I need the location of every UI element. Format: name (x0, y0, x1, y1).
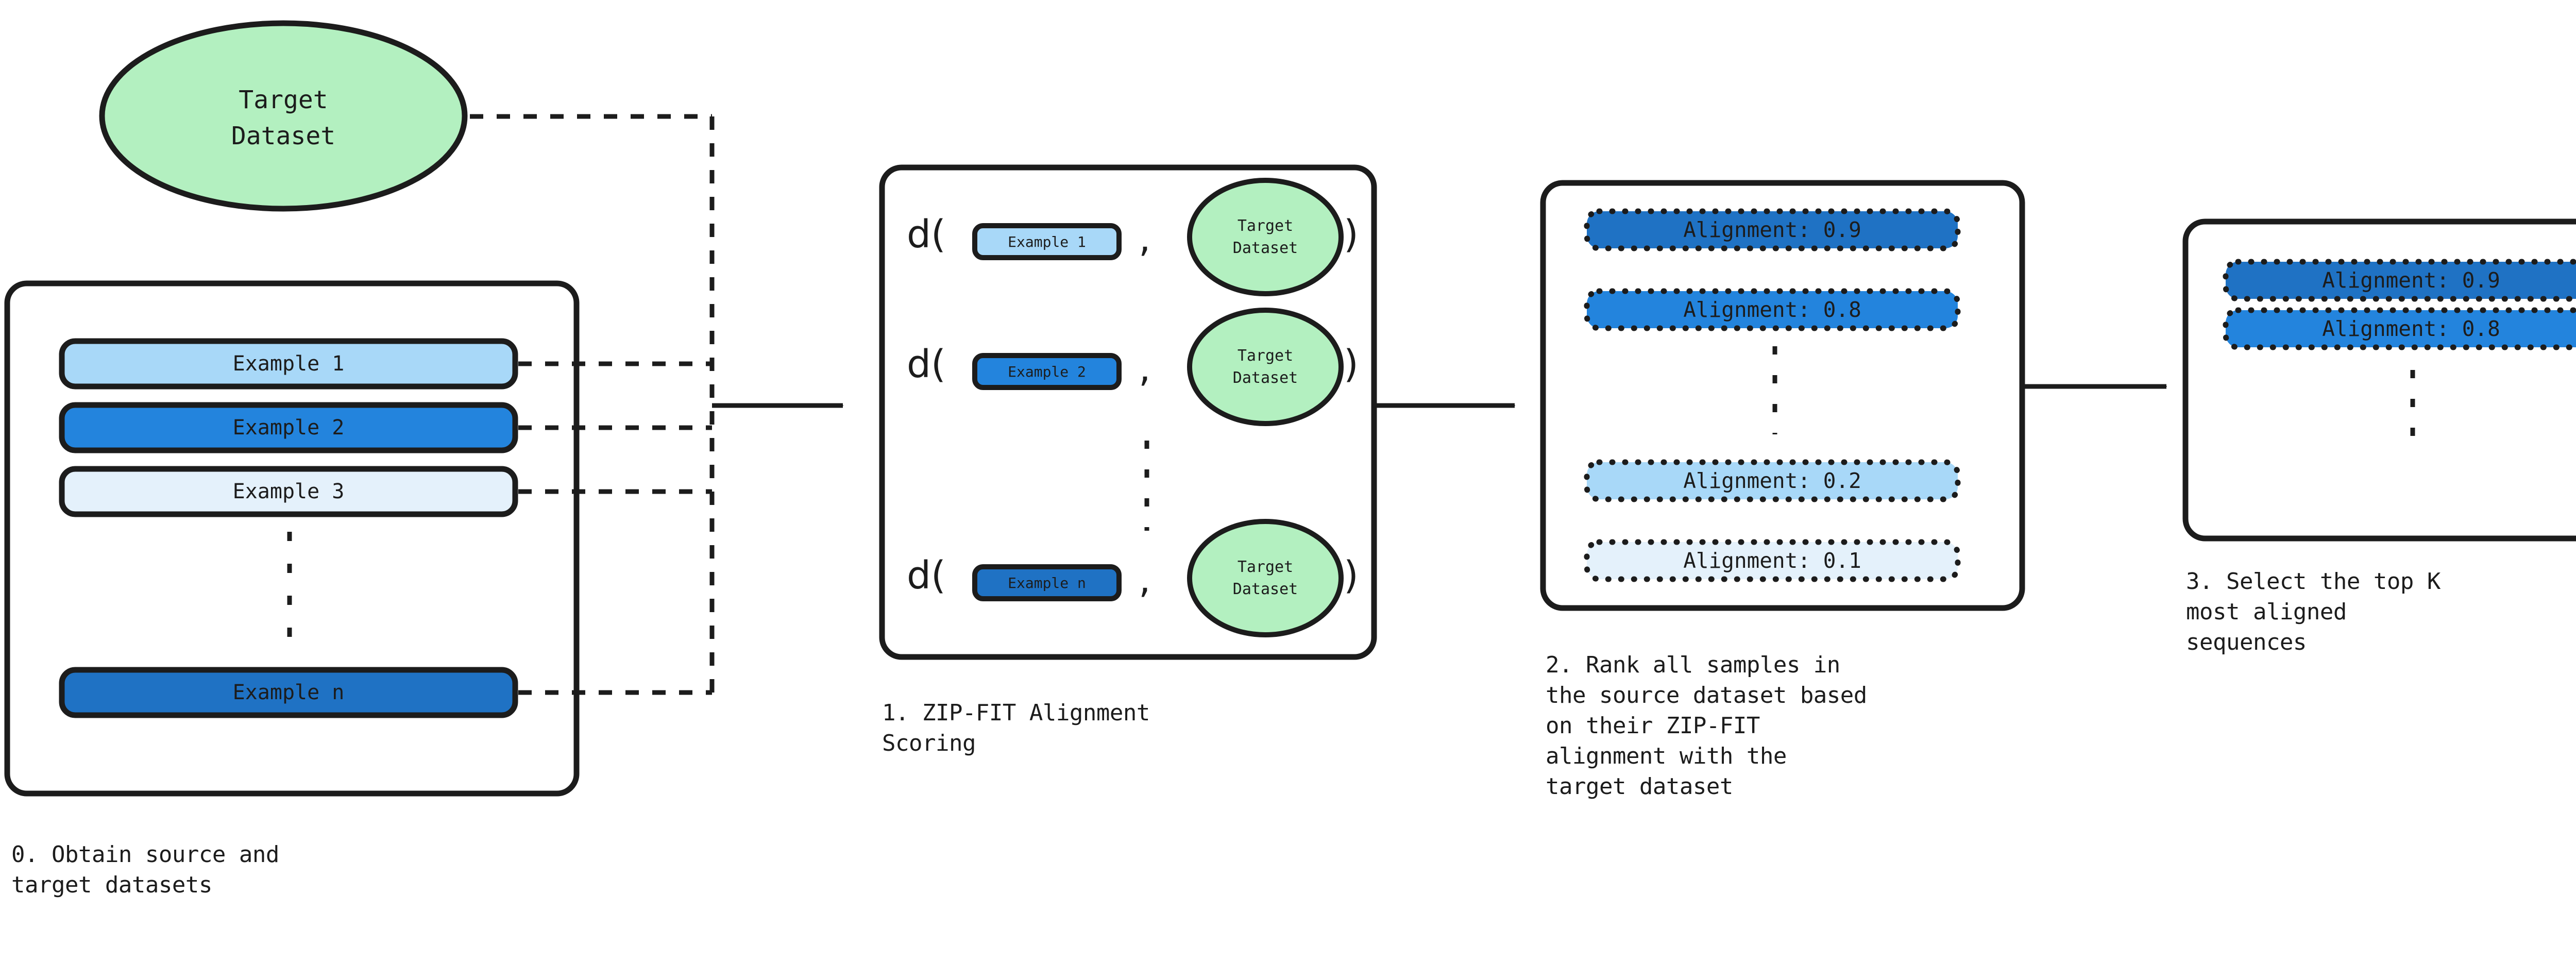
step2-caption: 2. Rank all samples in the source datase… (1546, 650, 2092, 802)
step2-alignment-label-08: Alignment: 0.8 (1683, 297, 1861, 322)
example-label-3-text: Example 3 (232, 480, 345, 503)
example-label-n: Example n (62, 670, 515, 715)
step1-caption-line1: 1. ZIP-FIT Alignment (882, 700, 1150, 726)
target-dataset-label: Target Dataset (129, 75, 438, 162)
step2-alignment-label-09: Alignment: 0.9 (1683, 217, 1861, 242)
example-box-3[interactable] (59, 466, 518, 517)
distance-function-1: d( (907, 212, 946, 257)
target-dataset-label-line1: Target (239, 86, 328, 115)
step3-caption: 3. Select the top K most aligned sequenc… (2186, 567, 2576, 658)
step3-alignment-label-08: Alignment: 0.8 (2322, 316, 2500, 341)
example-label-n-text: Example n (232, 681, 345, 704)
step1-target-ellipse-1[interactable] (1187, 178, 1344, 296)
dashed-connectors (470, 114, 715, 695)
step2-alignment-box-08[interactable] (1584, 288, 1961, 331)
step1-example-label-1: Example 1 (1008, 233, 1086, 250)
step3-caption-line3: sequences (2186, 629, 2307, 655)
distance-comma-1: , (1139, 216, 1151, 261)
step0-caption-line2: target datasets (11, 871, 212, 898)
example-label-2: Example 2 (62, 405, 515, 450)
example-label-2-text: Example 2 (232, 416, 345, 440)
step1-example-box-n[interactable] (972, 564, 1122, 601)
step3-alignment-box-09[interactable] (2223, 259, 2576, 302)
example-label-3: Example 3 (62, 469, 515, 514)
step1-example-label-2: Example 2 (1008, 363, 1086, 380)
step3-caption-line2: most aligned (2186, 598, 2347, 625)
distance-function-n: d( (907, 553, 946, 598)
target-dataset-ellipse[interactable] (99, 20, 468, 212)
step0-caption-line1: 0. Obtain source and (11, 841, 279, 868)
step2-caption-line5: target dataset (1546, 773, 1733, 800)
step2-alignment-label-01: Alignment: 0.1 (1683, 548, 1861, 573)
step2-alignment-label-02: Alignment: 0.2 (1683, 468, 1861, 493)
step1-target-ellipse-n[interactable] (1187, 519, 1344, 637)
step1-target-label-1: Target Dataset (1232, 216, 1298, 258)
step2-alignment-box-02[interactable] (1584, 459, 1961, 502)
distance-close-paren-n: ) (1344, 553, 1359, 598)
example-label-1-text: Example 1 (232, 352, 345, 376)
step2-caption-line2: the source dataset based (1546, 682, 1867, 708)
example-box-n[interactable] (59, 667, 518, 718)
step1-caption: 1. ZIP-FIT Alignment Scoring (882, 698, 1346, 759)
example-box-1[interactable] (59, 338, 518, 390)
target-dataset-label-line2: Dataset (231, 122, 336, 150)
distance-comma-n: , (1139, 558, 1151, 602)
step2-alignment-box-01[interactable] (1584, 539, 1961, 582)
step2-alignment-box-09[interactable] (1584, 208, 1961, 251)
step1-target-ellipse-2[interactable] (1187, 308, 1344, 426)
distance-close-paren-1: ) (1344, 212, 1359, 257)
step2-caption-line3: on their ZIP-FIT (1546, 712, 1760, 739)
step1-example-label-n: Example n (1008, 574, 1086, 592)
step3-alignment-box-08[interactable] (2223, 307, 2576, 350)
distance-close-paren-2: ) (1344, 342, 1359, 386)
step2-caption-line1: 2. Rank all samples in (1546, 652, 1840, 678)
step3-caption-line1: 3. Select the top K (2186, 568, 2441, 595)
step3-alignment-label-09: Alignment: 0.9 (2322, 268, 2500, 293)
step2-caption-line4: alignment with the (1546, 742, 1787, 769)
step1-caption-line2: Scoring (882, 730, 976, 756)
example-label-1: Example 1 (62, 341, 515, 386)
step1-target-label-n: Target Dataset (1232, 558, 1298, 599)
step1-example-box-1[interactable] (972, 223, 1122, 260)
distance-comma-2: , (1139, 346, 1151, 391)
example-box-2[interactable] (59, 402, 518, 453)
step1-target-label-2: Target Dataset (1232, 346, 1298, 387)
distance-function-2: d( (907, 342, 946, 386)
step0-caption: 0. Obtain source and target datasets (11, 840, 434, 901)
step1-example-box-2[interactable] (972, 353, 1122, 390)
